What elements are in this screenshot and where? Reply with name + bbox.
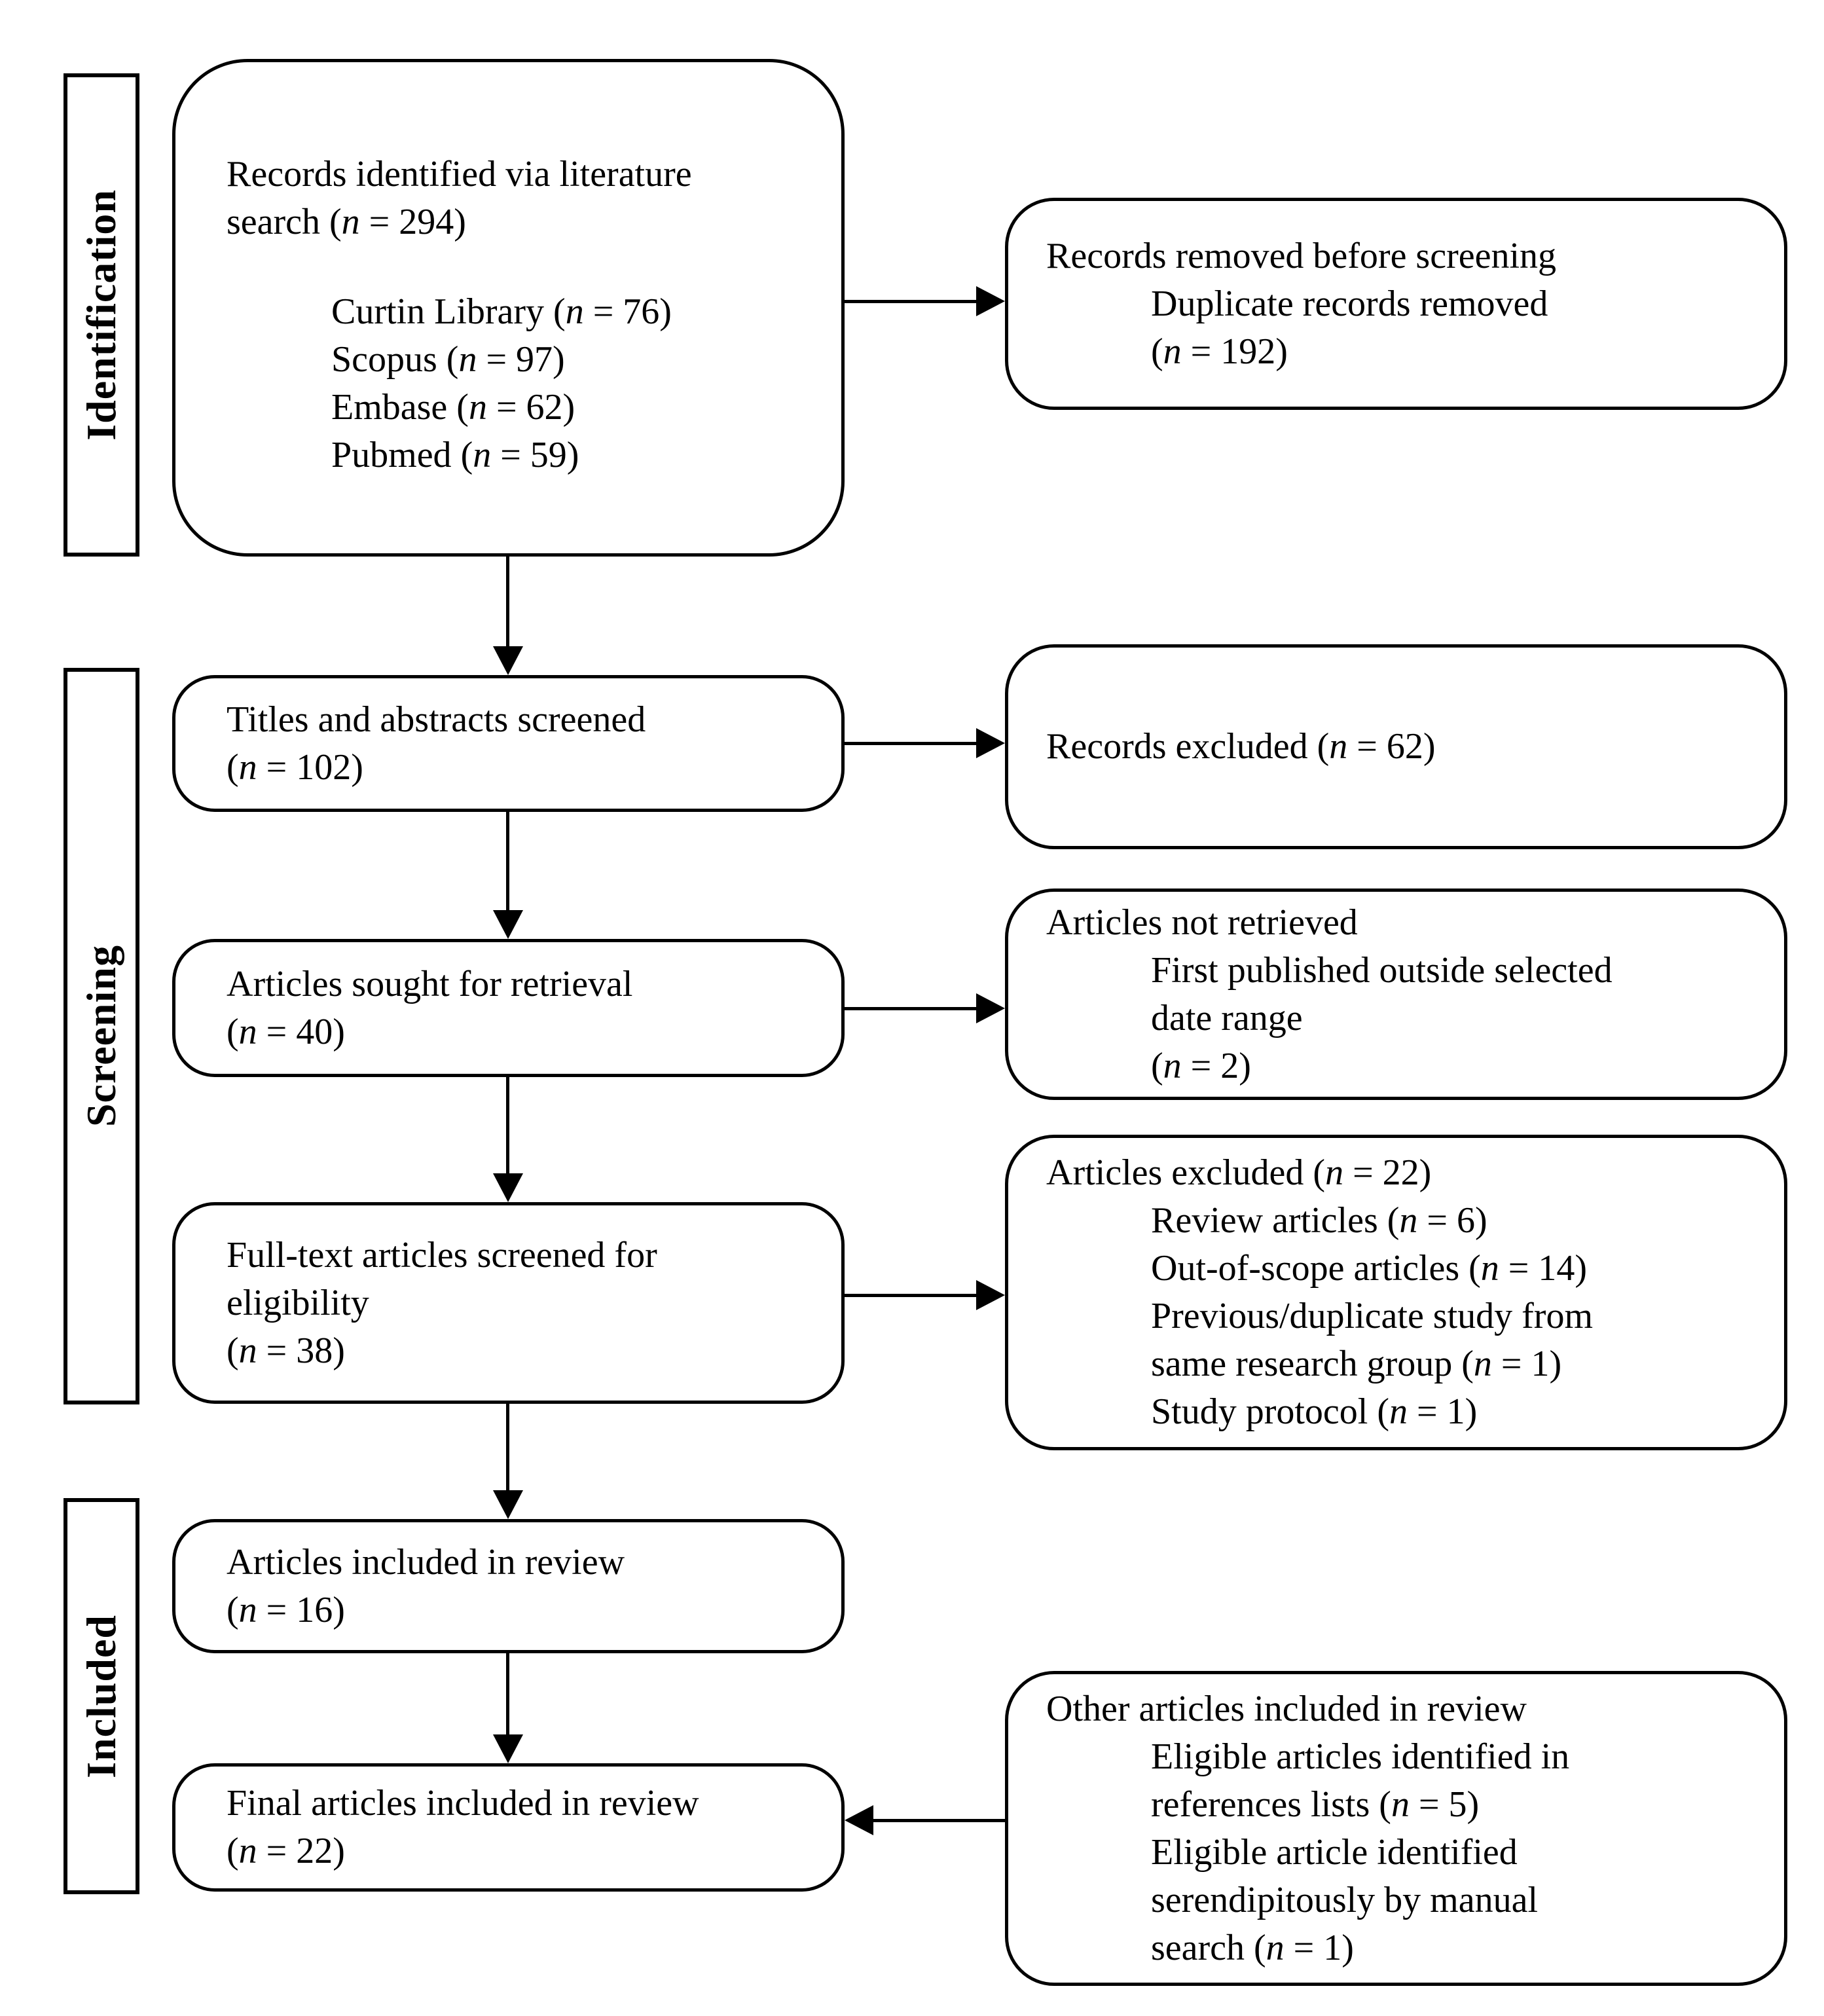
- box-articles-sought: Articles sought for retrieval (n = 40): [172, 939, 845, 1077]
- text-line: Review articles (n = 6): [1151, 1200, 1487, 1241]
- box-articles-included-text: Articles included in review (n = 16): [227, 1539, 828, 1634]
- text-line: Pubmed (n = 59): [331, 435, 579, 475]
- box-articles-sought-text: Articles sought for retrieval (n = 40): [227, 961, 828, 1056]
- box-titles-screened: Titles and abstracts screened (n = 102): [172, 675, 845, 812]
- text-line: Curtin Library (n = 76): [331, 291, 672, 332]
- text-line: Study protocol (n = 1): [1151, 1391, 1478, 1432]
- box-records-identified: Records identified via literature search …: [172, 59, 845, 557]
- text-line: (n = 22): [227, 1831, 345, 1871]
- box-fulltext-screened: Full-text articles screened for eligibili…: [172, 1202, 845, 1404]
- text-line: Embase (n = 62): [331, 387, 575, 428]
- stage-bar-identification: Identification: [64, 73, 139, 557]
- text-line: Scopus (n = 97): [331, 339, 565, 380]
- text-line: date range: [1151, 997, 1303, 1038]
- stage-bar-included: Included: [64, 1498, 139, 1894]
- text-line: Other articles included in review: [1046, 1688, 1527, 1729]
- text-line: Eligible article identified: [1151, 1831, 1518, 1873]
- box-articles-included: Articles included in review (n = 16): [172, 1519, 845, 1653]
- box-final-included-text: Final articles included in review (n = 22…: [227, 1780, 828, 1875]
- text-line: Articles included in review: [227, 1541, 625, 1583]
- stage-label-identification: Identification: [78, 189, 124, 441]
- box-titles-screened-text: Titles and abstracts screened (n = 102): [227, 696, 828, 792]
- text-line: Full-text articles screened for: [227, 1234, 657, 1275]
- text-line: (n = 38): [227, 1330, 345, 1371]
- text-line: Final articles included in review: [227, 1783, 699, 1824]
- text-line: Articles not retrieved: [1046, 902, 1358, 943]
- box-fulltext-screened-text: Full-text articles screened for eligibili…: [227, 1232, 828, 1375]
- text-line: serendipitously by manual: [1151, 1879, 1539, 1920]
- stage-bar-screening: Screening: [64, 668, 139, 1404]
- text-line: search (n = 1): [1151, 1927, 1354, 1968]
- box-records-excluded-text: Records excluded (n = 62): [1046, 723, 1771, 771]
- text-line: Titles and abstracts screened: [227, 699, 646, 740]
- text-line: Previous/duplicate study from: [1151, 1296, 1594, 1336]
- text-line: (n = 2): [1151, 1045, 1251, 1086]
- text-line: references lists (n = 5): [1151, 1784, 1480, 1825]
- text-line: Articles sought for retrieval: [227, 963, 633, 1004]
- text-line: Articles excluded (n = 22): [1046, 1152, 1432, 1193]
- text-line: (n = 16): [227, 1589, 345, 1630]
- text-line: (n = 102): [227, 746, 363, 788]
- text-line: Records removed before screening: [1046, 235, 1556, 276]
- stage-label-screening: Screening: [78, 945, 124, 1127]
- text-line: (n = 40): [227, 1011, 345, 1052]
- box-records-excluded: Records excluded (n = 62): [1005, 644, 1787, 849]
- text-line: search (n = 294): [227, 202, 466, 242]
- text-line: same research group (n = 1): [1151, 1344, 1562, 1384]
- text-line: First published outside selected: [1151, 949, 1613, 991]
- text-line: Records identified via literature: [227, 154, 692, 194]
- box-articles-excluded: Articles excluded (n = 22) Review article…: [1005, 1135, 1787, 1450]
- text-line: eligibility: [227, 1282, 369, 1323]
- text-line: Eligible articles identified in: [1151, 1736, 1570, 1777]
- box-records-identified-text: Records identified via literature search …: [227, 151, 828, 479]
- text-line: Records excluded (n = 62): [1046, 726, 1436, 767]
- text-line: Out-of-scope articles (n = 14): [1151, 1248, 1588, 1289]
- box-final-included: Final articles included in review (n = 22…: [172, 1763, 845, 1892]
- box-articles-excluded-text: Articles excluded (n = 22) Review article…: [1046, 1149, 1771, 1436]
- text-line: Duplicate records removed: [1151, 283, 1548, 324]
- stage-label-included: Included: [78, 1614, 124, 1778]
- text-line: (n = 192): [1151, 331, 1288, 372]
